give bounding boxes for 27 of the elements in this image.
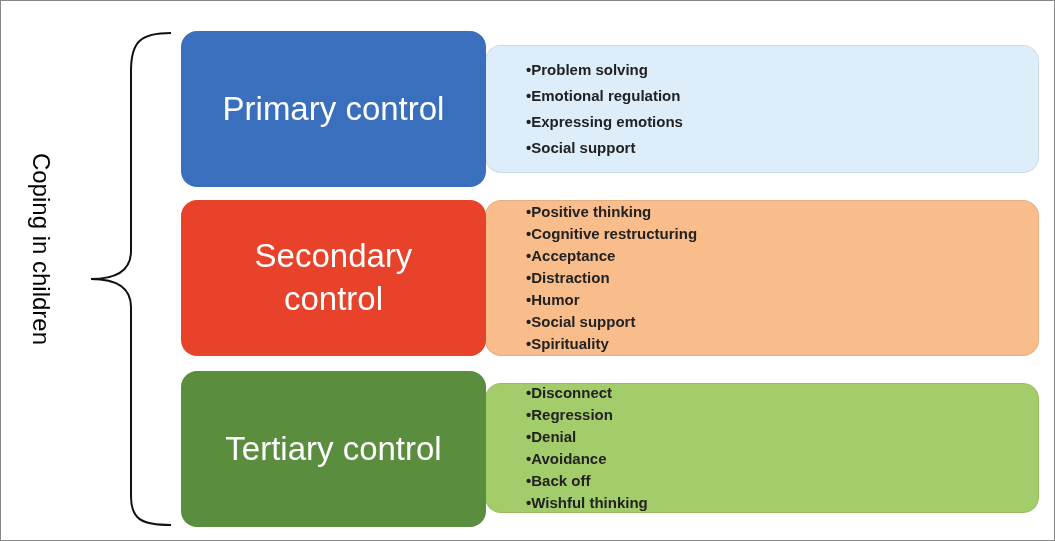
list-panel [485, 45, 1039, 173]
list-item: •Wishful thinking [526, 493, 648, 513]
list-item: •Regression [526, 405, 613, 425]
list-item: •Positive thinking [526, 202, 652, 222]
side-label: Coping in children [27, 152, 56, 346]
list-item: •Social support [526, 138, 636, 158]
list-panel [485, 383, 1039, 513]
list-item: •Avoidance [526, 449, 607, 469]
list-item: •Disconnect [526, 383, 613, 403]
category-title: Primary control [222, 88, 445, 129]
list-item: •Humor [526, 290, 580, 310]
category-title: Tertiary control [225, 428, 442, 469]
list-item: •Emotional regulation [526, 86, 681, 106]
list-item: •Denial [526, 427, 577, 447]
category-box [181, 200, 486, 356]
category-title: Secondary control [253, 236, 414, 319]
list-item: •Back off [526, 471, 591, 491]
list-item: •Social support [526, 312, 636, 332]
list-item: •Cognitive restructuring [526, 224, 698, 244]
list-item: •Spirituality [526, 334, 609, 354]
category-box [181, 371, 486, 527]
list-item: •Expressing emotions [526, 112, 683, 132]
category-box [181, 31, 486, 187]
list-item: •Distraction [526, 268, 610, 288]
list-item: •Acceptance [526, 246, 616, 266]
list-panel [485, 200, 1039, 356]
list-item: •Problem solving [526, 60, 648, 80]
